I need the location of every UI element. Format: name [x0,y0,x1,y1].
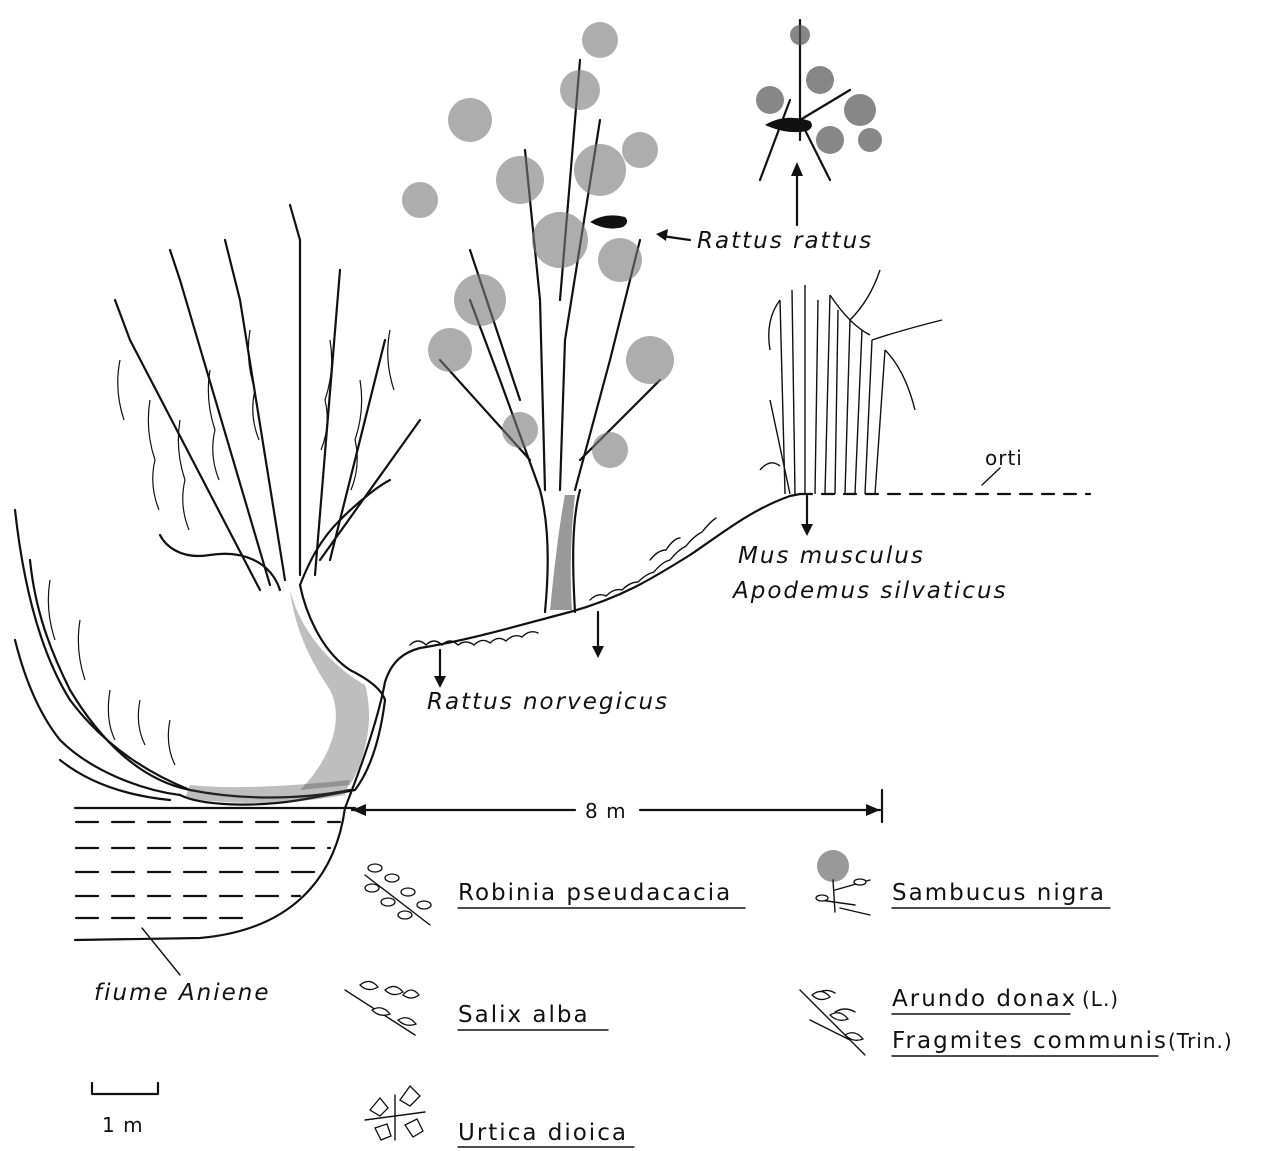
arrows [434,229,1000,688]
label-apodemus: Apodemus silvaticus [731,578,1008,604]
rattus-rattus-inset [756,20,882,225]
distance-label: 8 m [585,799,627,823]
label-river: fiume Aniene [94,980,271,1006]
sambucus-flower-icon [816,850,870,915]
distance-marker: 8 m [352,790,882,823]
nettle-leaf-icon [365,1086,425,1140]
willow-tree [15,205,420,805]
legend-salix: Salix alba [458,1002,590,1028]
legend-robinia: Robinia pseudacacia [458,880,732,906]
label-orti: orti [985,446,1023,470]
label-rattus-norvegicus: Rattus norvegicus [427,689,669,715]
legend-sambucus: Sambucus nigra [892,880,1106,906]
river [75,808,355,975]
scale-bar: 1 m [92,1083,158,1137]
robinia-leaf-icon [365,864,431,925]
legend-arundo-author: (L.) [1082,987,1119,1011]
salix-leaf-icon [345,981,419,1035]
label-rattus-rattus: Rattus rattus [697,228,873,254]
legend: Robinia pseudacacia Sambucus nigra Salix… [345,850,1233,1147]
scale-label: 1 m [102,1113,144,1137]
robinia-tree [402,22,674,612]
legend-fragmites-author: (Trin.) [1168,1029,1233,1053]
reed-clump [760,270,942,494]
legend-urtica: Urtica dioica [458,1120,628,1146]
legend-fragmites: Fragmites communis [892,1028,1168,1054]
label-mus-musculus: Mus musculus [738,543,925,569]
bank-profile [345,494,1090,808]
reed-leaf-icon [800,990,865,1055]
legend-arundo: Arundo donax [892,986,1077,1012]
robinia-foliage [402,22,674,468]
